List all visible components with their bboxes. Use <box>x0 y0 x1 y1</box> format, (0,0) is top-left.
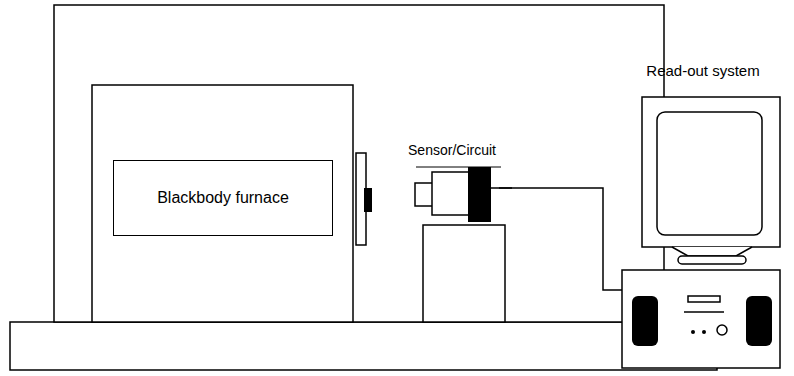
readout-node: Read-out system <box>622 62 784 370</box>
computer-case <box>622 270 780 368</box>
label-rule <box>416 167 501 168</box>
sensor-circuit <box>468 167 491 222</box>
power-button <box>717 325 727 335</box>
speaker-right <box>746 296 772 346</box>
monitor-foot <box>678 256 746 264</box>
monitor-stand <box>672 247 752 256</box>
signal-wire <box>499 188 622 290</box>
aperture <box>364 188 372 212</box>
node-label: Sensor/Circuit <box>405 142 499 158</box>
sensor-body <box>432 172 470 215</box>
drive-line <box>684 311 724 313</box>
furnace-body <box>92 85 353 322</box>
monitor-screen <box>657 112 762 235</box>
drive-slot <box>688 296 720 302</box>
node-label: Blackbody furnace <box>114 189 332 207</box>
sensor-pedestal <box>423 225 505 322</box>
node-label: Read-out system <box>622 62 784 79</box>
speaker-left <box>632 296 658 346</box>
monitor-frame <box>642 97 780 247</box>
base-plate <box>10 322 717 370</box>
sensor-node: Sensor/Circuit <box>405 142 499 222</box>
enclosure <box>54 5 664 322</box>
indicator-led <box>702 330 706 334</box>
sensor-lens <box>415 183 434 206</box>
indicator-led <box>691 330 695 334</box>
furnace-label-box: Blackbody furnace <box>113 160 333 236</box>
